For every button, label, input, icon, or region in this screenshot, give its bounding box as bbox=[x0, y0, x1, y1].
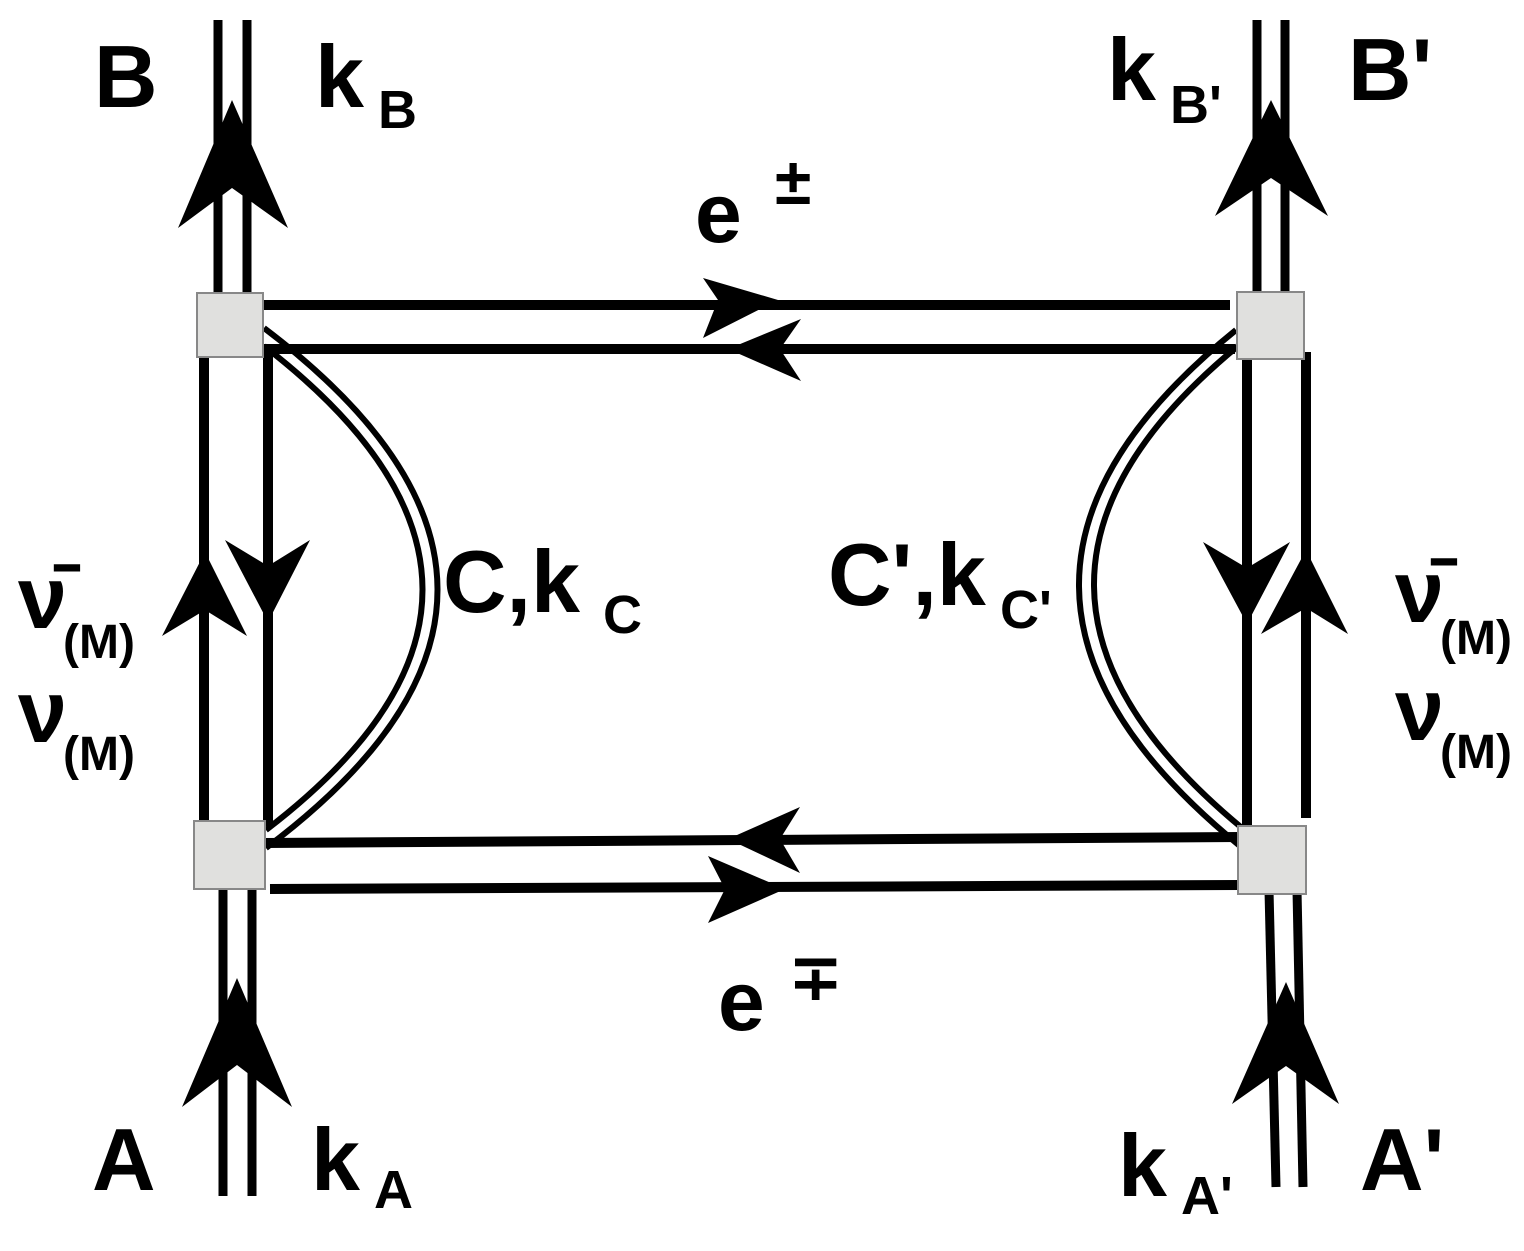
label-k-A: k bbox=[311, 1110, 361, 1209]
arrow-B-prime-icon bbox=[1215, 100, 1328, 216]
label-B: B bbox=[94, 27, 158, 126]
label-nu-bar-left-sub: (M) bbox=[63, 616, 135, 669]
label-B-prime: B' bbox=[1348, 20, 1432, 119]
arrow-nu-left-up-icon bbox=[162, 552, 247, 636]
label-e-top: e bbox=[695, 166, 742, 260]
vertex-top-right bbox=[1236, 291, 1305, 360]
arrow-top-right-icon bbox=[703, 278, 778, 338]
label-k-A-sub: A bbox=[374, 1160, 413, 1220]
arrow-nu-right-up-icon bbox=[1261, 550, 1348, 634]
label-k-B-prime-sub: B' bbox=[1170, 75, 1222, 135]
label-nu-left-sub: (M) bbox=[63, 728, 135, 781]
label-C-kC: C,k bbox=[443, 532, 581, 631]
arrow-A-icon bbox=[182, 978, 292, 1107]
label-k-A-prime-sub: A' bbox=[1181, 1166, 1233, 1226]
photon-arc-C bbox=[262, 325, 441, 851]
label-C-kC-sub: C bbox=[603, 585, 642, 645]
photon-arc-C-prime bbox=[1076, 327, 1244, 849]
label-nu-right-sub: (M) bbox=[1440, 726, 1512, 779]
label-A-prime: A' bbox=[1360, 1110, 1444, 1209]
label-A: A bbox=[92, 1110, 156, 1209]
label-nu-bar-right-sub: (M) bbox=[1440, 612, 1512, 665]
vertex-bottom-left bbox=[193, 820, 266, 890]
label-k-A-prime: k bbox=[1118, 1116, 1168, 1215]
arrow-nu-right-down-icon bbox=[1203, 542, 1290, 624]
vertices bbox=[193, 291, 1307, 895]
label-e-bottom: e bbox=[718, 954, 765, 1048]
arrow-A-prime-icon bbox=[1232, 982, 1339, 1104]
label-nu-right: ν bbox=[1395, 660, 1444, 759]
arrow-top-left-icon bbox=[728, 319, 801, 381]
vertex-bottom-right bbox=[1237, 825, 1307, 895]
label-k-B-prime: k bbox=[1107, 20, 1157, 119]
label-nu-left: ν bbox=[18, 662, 67, 761]
label-k-B-sub: B bbox=[378, 80, 417, 140]
label-k-B: k bbox=[315, 27, 365, 126]
label-Cp-kCp: C',k bbox=[828, 525, 987, 624]
label-e-top-sup: ± bbox=[775, 144, 811, 218]
arrow-B-icon bbox=[178, 100, 288, 228]
arrow-bottom-left-icon bbox=[728, 807, 800, 873]
vertex-top-left bbox=[196, 292, 264, 358]
arrow-nu-left-down-icon bbox=[225, 540, 310, 622]
label-Cp-kCp-sub: C' bbox=[1000, 580, 1052, 640]
label-e-bottom-sup: ∓ bbox=[788, 940, 843, 1014]
arrow-bottom-right-icon bbox=[708, 856, 785, 923]
